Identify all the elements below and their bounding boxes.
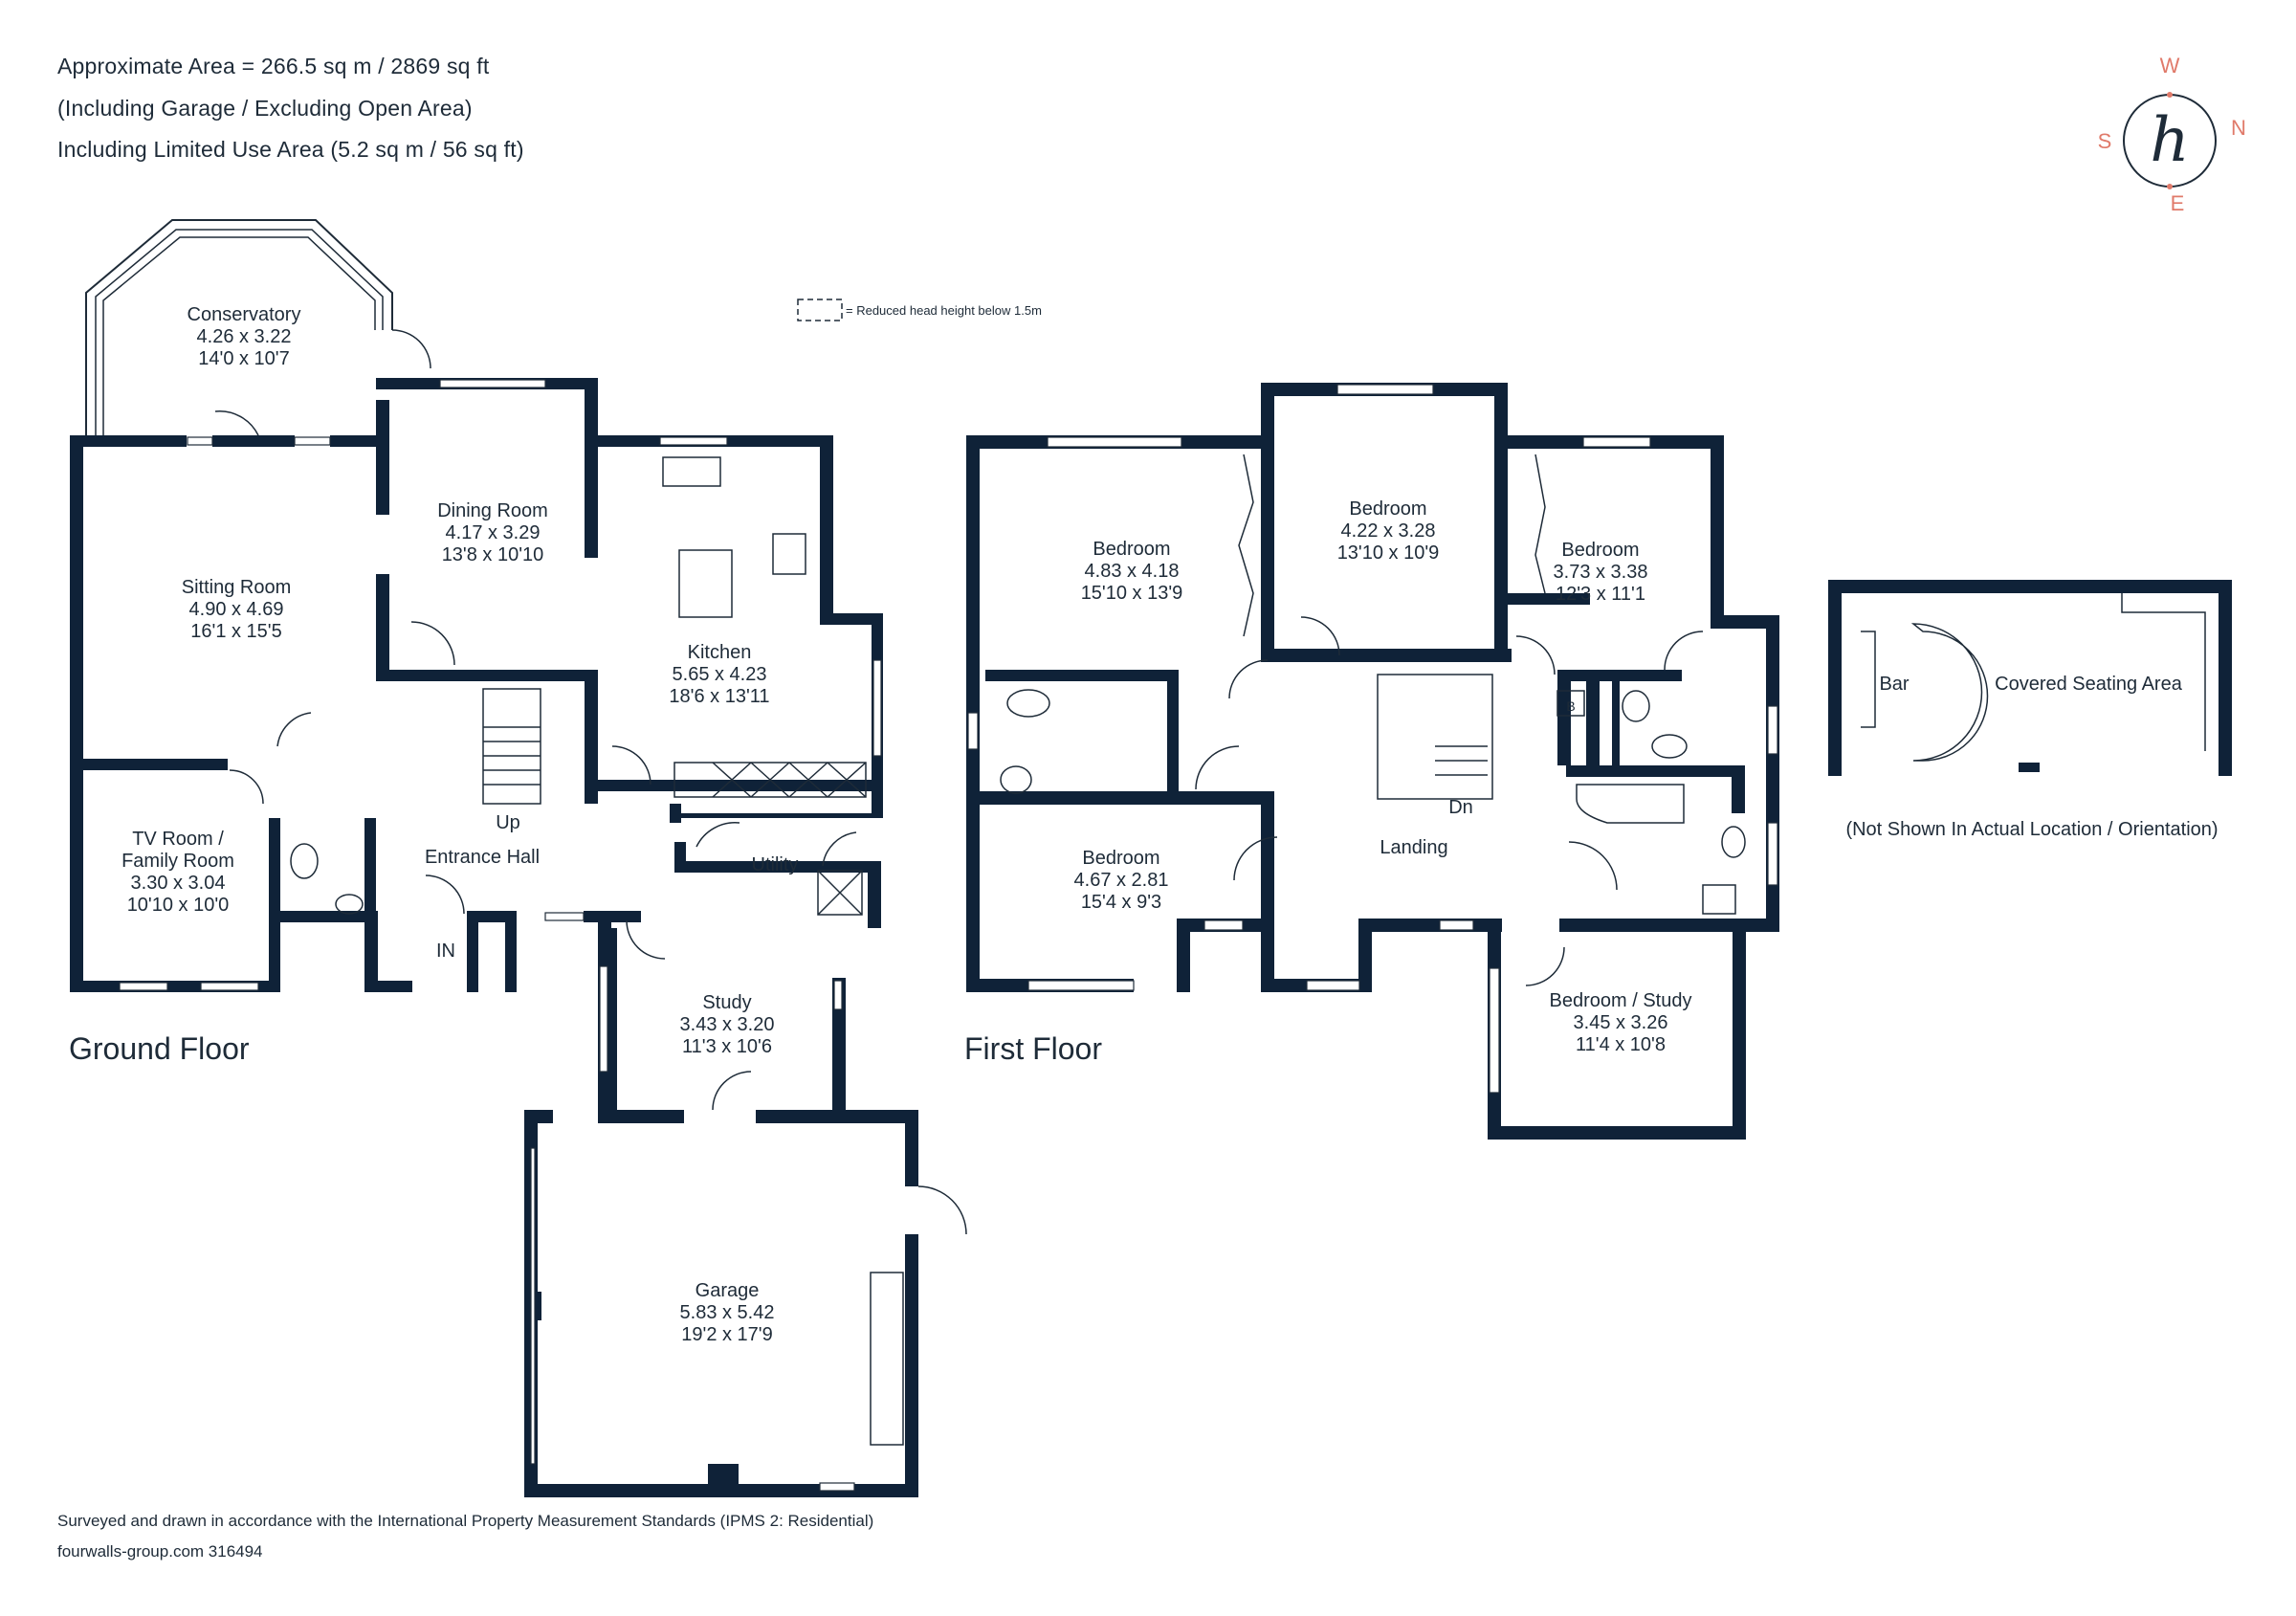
garage-imperial: 19'2 x 17'9 xyxy=(681,1324,773,1345)
area-summary: Approximate Area = 266.5 sq m / 2869 sq … xyxy=(57,54,490,78)
bed4-name: Bedroom xyxy=(1082,848,1159,869)
kitchen-name: Kitchen xyxy=(688,642,752,663)
bedstudy-metric: 3.45 x 3.26 xyxy=(1574,1012,1668,1033)
stairs-up: Up xyxy=(496,812,520,833)
study-imperial: 11'3 x 10'6 xyxy=(682,1036,772,1057)
bed4-imperial: 15'4 x 9'3 xyxy=(1081,892,1161,913)
sitting-metric: 4.90 x 4.69 xyxy=(189,599,284,620)
conservatory-metric: 4.26 x 3.22 xyxy=(197,326,292,347)
bed4-metric: 4.67 x 2.81 xyxy=(1074,870,1169,891)
legend: = Reduced head height below 1.5m xyxy=(797,299,1042,321)
tvroom-metric: 3.30 x 3.04 xyxy=(131,873,226,894)
hall-name: Entrance Hall xyxy=(425,847,540,868)
stairs-down: Dn xyxy=(1448,797,1473,818)
area-note: (Including Garage / Excluding Open Area) xyxy=(57,96,473,121)
garage-name: Garage xyxy=(695,1280,760,1301)
tvroom-imperial: 10'10 x 10'0 xyxy=(127,895,230,916)
bedstudy-imperial: 11'4 x 10'8 xyxy=(1576,1034,1666,1055)
bed2-imperial: 13'10 x 10'9 xyxy=(1337,542,1440,564)
bed1-name: Bedroom xyxy=(1093,539,1170,560)
bed3-name: Bedroom xyxy=(1561,540,1639,561)
outbuilding-note: (Not Shown In Actual Location / Orientat… xyxy=(1845,819,2218,840)
study-name: Study xyxy=(702,992,751,1013)
bed3-metric: 3.73 x 3.38 xyxy=(1554,562,1648,583)
compass-w: W xyxy=(2160,54,2180,77)
conservatory-imperial: 14'0 x 10'7 xyxy=(198,348,290,369)
dining-imperial: 13'8 x 10'10 xyxy=(442,544,544,565)
bed1-imperial: 15'10 x 13'9 xyxy=(1081,583,1183,604)
logo-letter: h xyxy=(2150,105,2189,176)
utility-name: Utility xyxy=(752,854,799,875)
compass-e: E xyxy=(2171,191,2185,215)
kitchen-metric: 5.65 x 4.23 xyxy=(673,664,767,685)
landing-name: Landing xyxy=(1380,837,1447,858)
dining-name: Dining Room xyxy=(437,500,548,521)
entrance-in: IN xyxy=(436,941,455,962)
seating-label: Covered Seating Area xyxy=(1995,674,2183,695)
sitting-imperial: 16'1 x 15'5 xyxy=(190,621,282,642)
bed3-imperial: 12'3 x 11'1 xyxy=(1556,584,1645,605)
sitting-name: Sitting Room xyxy=(182,577,292,598)
legend-text: = Reduced head height below 1.5m xyxy=(846,303,1042,318)
bedstudy-name: Bedroom / Study xyxy=(1550,990,1692,1011)
ground-floor xyxy=(70,219,967,1497)
bed2-metric: 4.22 x 3.28 xyxy=(1341,520,1436,542)
compass-n: N xyxy=(2231,116,2246,140)
compass-icon: W S N E h xyxy=(2098,54,2246,215)
bed1-metric: 4.83 x 4.18 xyxy=(1085,561,1180,582)
bed2-name: Bedroom xyxy=(1349,498,1426,520)
tvroom-name-2: Family Room xyxy=(121,851,234,872)
bar-label: Bar xyxy=(1879,674,1909,695)
study-metric: 3.43 x 3.20 xyxy=(680,1014,775,1035)
ground-floor-title: Ground Floor xyxy=(69,1031,250,1066)
dining-metric: 4.17 x 3.29 xyxy=(446,522,541,543)
boiler-label: B xyxy=(1566,698,1575,714)
outbuilding xyxy=(1828,580,2232,776)
survey-note: Surveyed and drawn in accordance with th… xyxy=(57,1512,874,1530)
garage-metric: 5.83 x 5.42 xyxy=(680,1302,775,1323)
tvroom-name-1: TV Room / xyxy=(132,829,224,850)
compass-s: S xyxy=(2098,129,2112,153)
first-floor xyxy=(966,383,1779,1140)
limited-use-note: Including Limited Use Area (5.2 sq m / 5… xyxy=(57,137,524,162)
kitchen-imperial: 18'6 x 13'11 xyxy=(669,686,769,707)
first-floor-title: First Floor xyxy=(964,1031,1102,1066)
conservatory-name: Conservatory xyxy=(188,304,301,325)
reference: fourwalls-group.com 316494 xyxy=(57,1542,263,1561)
